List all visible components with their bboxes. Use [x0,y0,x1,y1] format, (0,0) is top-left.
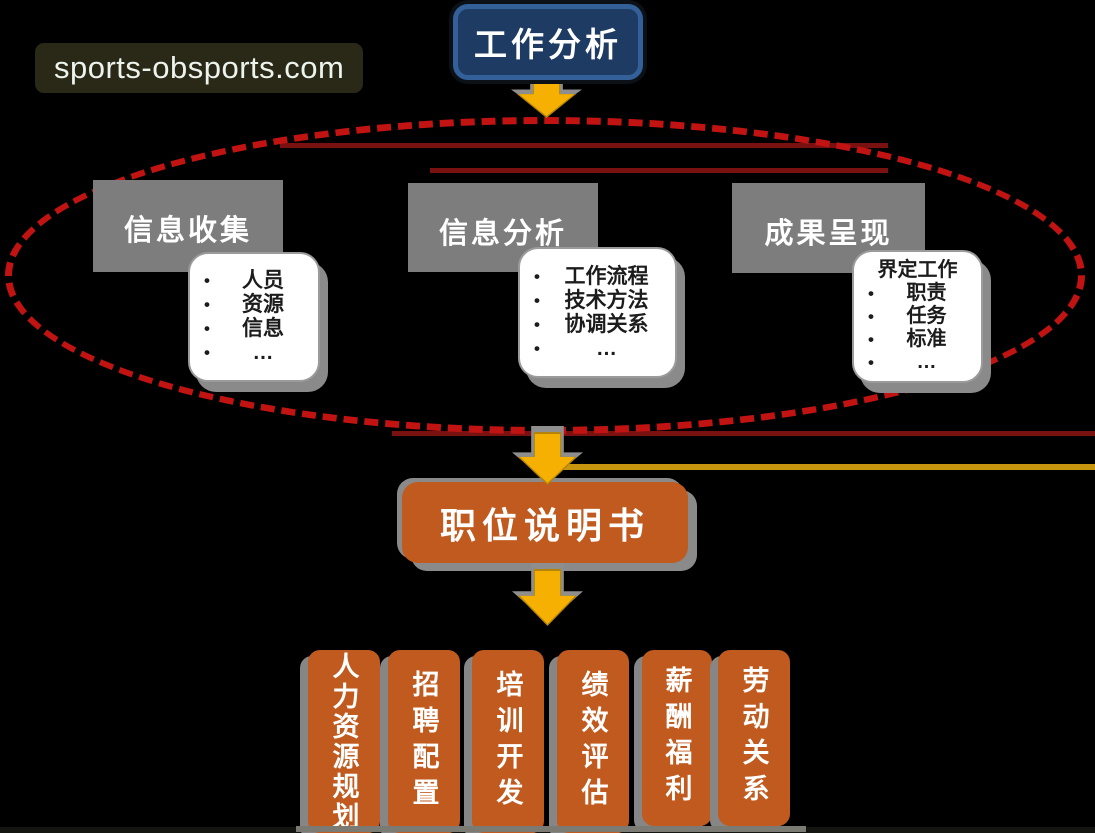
bullet-icon: • [534,266,540,286]
card-item: • 工作流程 [524,265,671,289]
job-analysis-label: 工作分析 [474,26,622,63]
card-item-label: 信息 [242,317,284,340]
card-item-label: … [916,351,937,373]
bullet-icon: • [534,290,540,310]
job-analysis-box: 工作分析 [453,4,643,80]
application-box-4: 绩效评估 [557,650,629,833]
arrow-fill [519,75,574,116]
card-item: •… [194,341,314,365]
bullet-icon: • [868,353,874,372]
card-item-label: … [596,336,617,360]
bullet-icon: • [868,284,874,303]
application-label: 劳动关系 [738,666,769,810]
card-item: • 协调关系 [524,313,671,337]
card-item: • 资源 [194,293,314,317]
card-item: • 人员 [194,269,314,293]
card-item-label: 职责 [906,282,947,304]
card-item-label: 任务 [906,305,947,327]
bullet-icon: • [204,343,210,362]
card-item-label: 标准 [906,328,947,350]
application-label: 绩效评估 [577,669,608,814]
process-label: 信息分析 [438,218,567,250]
job-description-label: 职位说明书 [439,504,650,546]
arrow-fill [520,571,575,624]
card-header-label: 界定工作 [877,259,958,281]
card-item: • 任务 [858,305,977,328]
card-item: • 信息 [194,317,314,341]
bullet-icon: • [868,330,874,349]
card-item-label: … [252,341,274,364]
job-description-box: 职位说明书 [402,482,688,563]
bullet-icon: • [204,295,210,314]
bullet-icon: • [534,338,540,358]
card-item-label: 资源 [242,293,284,316]
bullet-icon: • [204,319,210,338]
application-label: 招聘配置 [408,669,439,814]
red-sketch-stroke-bottom [392,431,1095,436]
detail-card: •工作流程•技术方法•协调关系•… [518,247,677,378]
card-item-label: 技术方法 [564,288,649,312]
arrow-fill [520,434,575,483]
bullet-icon: • [868,307,874,326]
card-item: •… [858,351,977,374]
bullet-icon: • [534,314,540,334]
down-arrow-icon [512,426,583,485]
application-box-3: 培训开发 [472,650,544,833]
detail-card: 界定工作•职责•任务•标准•… [852,250,983,383]
card-item-label: 人员 [242,269,284,292]
process-label: 成果呈现 [764,218,893,250]
application-label: 人力资源规划 [328,651,359,832]
application-label: 培训开发 [492,669,523,814]
watermark-badge: sports-obsports.com [35,43,364,93]
card-item: • 标准 [858,328,977,351]
application-box-6: 劳动关系 [718,650,790,826]
card-item: • 技术方法 [524,289,671,313]
card-item-label: 协调关系 [564,312,649,336]
application-box-5: 薪酬福利 [642,650,712,826]
application-box-1: 人力资源规划 [308,650,380,833]
card-item-label: 工作流程 [564,264,649,288]
gold-underline [558,464,1095,470]
bullet-icon: • [204,271,210,290]
process-label: 信息收集 [123,215,252,247]
bottom-gray-strip [296,826,806,832]
card-item: •… [524,337,671,361]
down-arrow-icon [511,67,582,118]
detail-card: •人员•资源•信息•… [188,252,320,382]
application-label: 薪酬福利 [661,666,692,810]
down-arrow-icon [512,563,583,626]
application-box-2: 招聘配置 [388,650,460,833]
card-item: • 职责 [858,282,977,305]
